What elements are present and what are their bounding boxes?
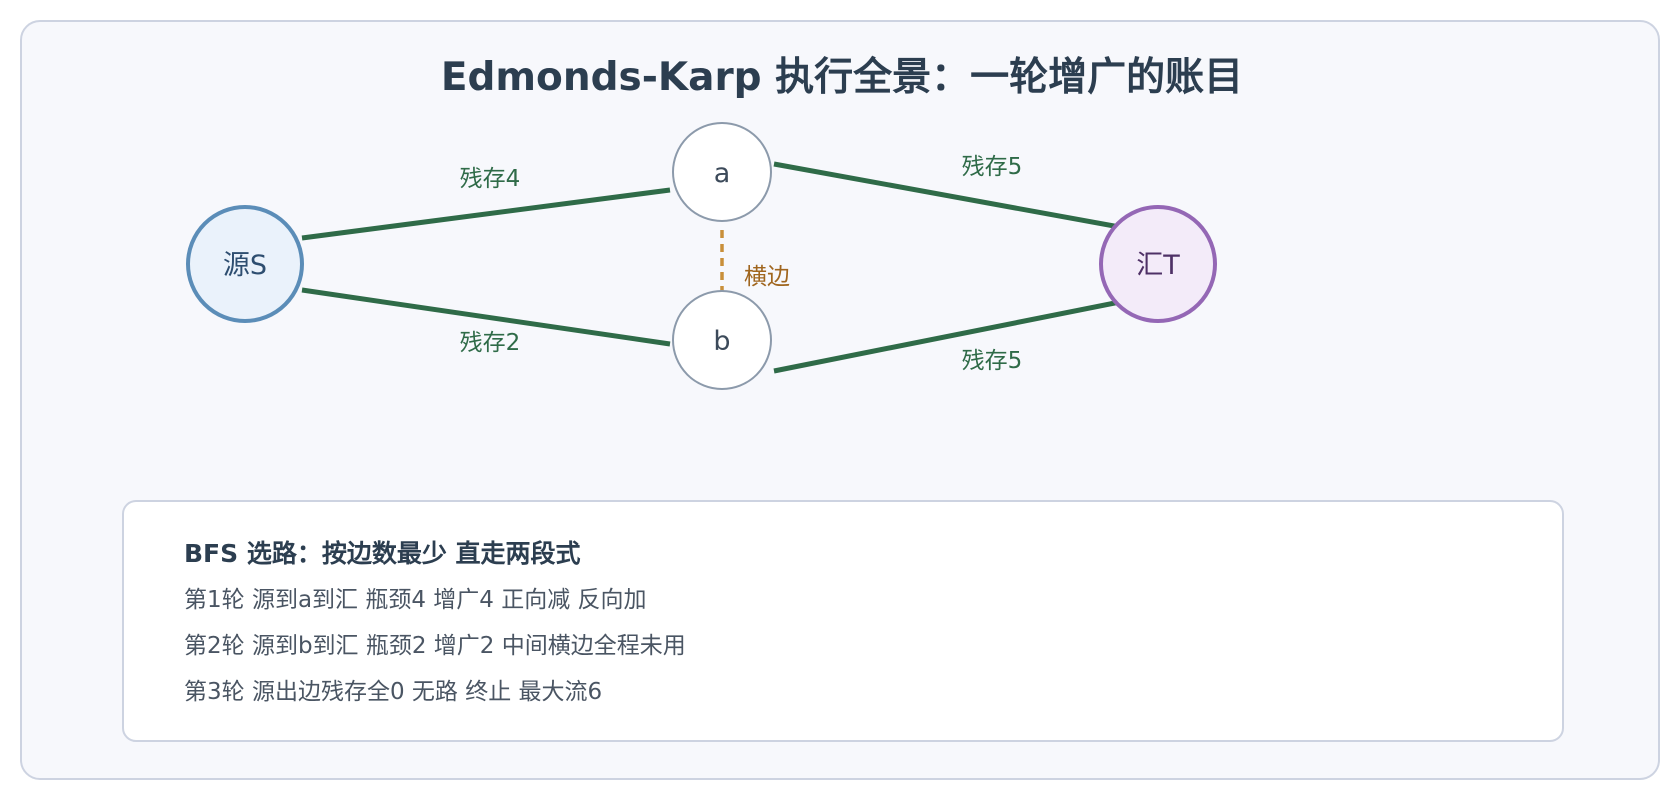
round-1-line: 第1轮 源到a到汇 瓶颈4 增广4 正向减 反向加 — [184, 587, 647, 613]
node-source-label: 源S — [223, 250, 267, 281]
node-b-label: b — [713, 326, 730, 357]
node-sink: 汇T — [1099, 205, 1217, 323]
edge-label-a-sink: 残存5 — [962, 154, 1023, 180]
edge-source-b — [301, 287, 671, 347]
edge-b-sink — [773, 287, 1181, 374]
node-a-label: a — [714, 158, 731, 189]
round-2-line: 第2轮 源到b到汇 瓶颈2 增广2 中间横边全程未用 — [184, 633, 686, 659]
node-sink-label: 汇T — [1136, 250, 1180, 281]
diagram-frame: Edmonds-Karp 执行全景：一轮增广的账目 残存4 残存5 残存2 残存… — [20, 20, 1660, 780]
edge-label-source-a: 残存4 — [460, 166, 521, 192]
edge-label-source-b: 残存2 — [460, 330, 521, 356]
edge-label-cross: 横边 — [744, 264, 790, 290]
panel-title: BFS 选路：按边数最少 直走两段式 — [184, 539, 581, 568]
flow-network: 残存4 残存5 残存2 残存5 横边 源S a b 汇T — [186, 122, 1217, 390]
edge-label-b-sink: 残存5 — [962, 348, 1023, 374]
diagram-title: Edmonds-Karp 执行全景：一轮增广的账目 — [440, 55, 1244, 100]
edge-source-a — [301, 187, 671, 241]
bfs-summary-panel: BFS 选路：按边数最少 直走两段式 第1轮 源到a到汇 瓶颈4 增广4 正向减… — [122, 500, 1564, 742]
node-a: a — [672, 122, 772, 222]
node-source: 源S — [186, 205, 304, 323]
round-3-line: 第3轮 源出边残存全0 无路 终止 最大流6 — [184, 679, 603, 705]
edge-a-sink — [773, 161, 1181, 241]
node-b: b — [672, 290, 772, 390]
